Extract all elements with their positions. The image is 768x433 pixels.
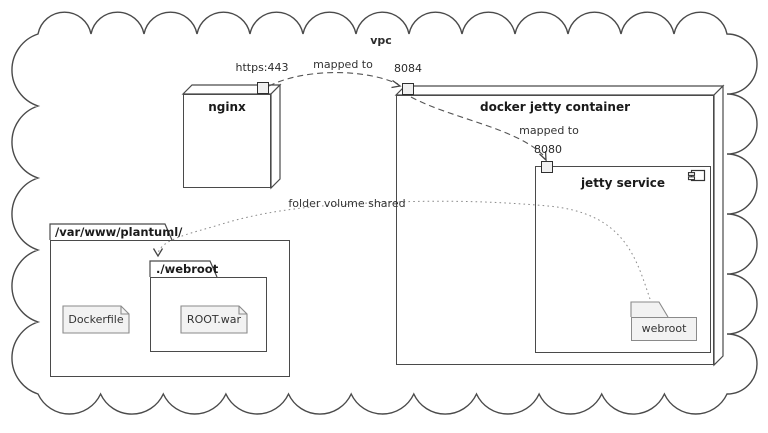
- nginx-right-face: [270, 83, 281, 190]
- port-https-443: [257, 82, 269, 94]
- folder-volume-shared-label: folder volume shared: [288, 197, 406, 210]
- port-8080: [541, 161, 553, 173]
- container-top-face: [394, 85, 725, 96]
- docker-jetty-container-label: docker jetty container: [479, 100, 630, 114]
- package-var-www-plantuml-label: /var/www/plantuml/: [55, 225, 183, 239]
- nginx-node: nginx: [183, 94, 271, 188]
- artifact-root-war-label: ROOT.war: [186, 313, 242, 326]
- edge-nginx-to-container-arrowhead: [391, 79, 402, 89]
- container-right-face: [713, 84, 724, 367]
- mapped-to-label-2: mapped to: [519, 124, 579, 137]
- mapped-to-label-1: mapped to: [313, 58, 373, 71]
- webroot-folder-label: webroot: [641, 322, 687, 335]
- artifact-dockerfile-label: Dockerfile: [68, 313, 124, 326]
- port-8084-label: 8084: [394, 62, 422, 75]
- package-webroot-label: ./webroot: [156, 262, 219, 276]
- port-8080-label: 8080: [534, 143, 562, 156]
- jetty-service-label: jetty service: [580, 176, 666, 190]
- port-8084: [402, 83, 414, 95]
- nginx-node-label: nginx: [208, 100, 246, 114]
- edge-nginx-to-container: [268, 72, 399, 87]
- webroot-folder-body: [631, 317, 697, 341]
- port-https-443-label: https:443: [235, 61, 289, 74]
- vpc-label: vpc: [370, 34, 392, 47]
